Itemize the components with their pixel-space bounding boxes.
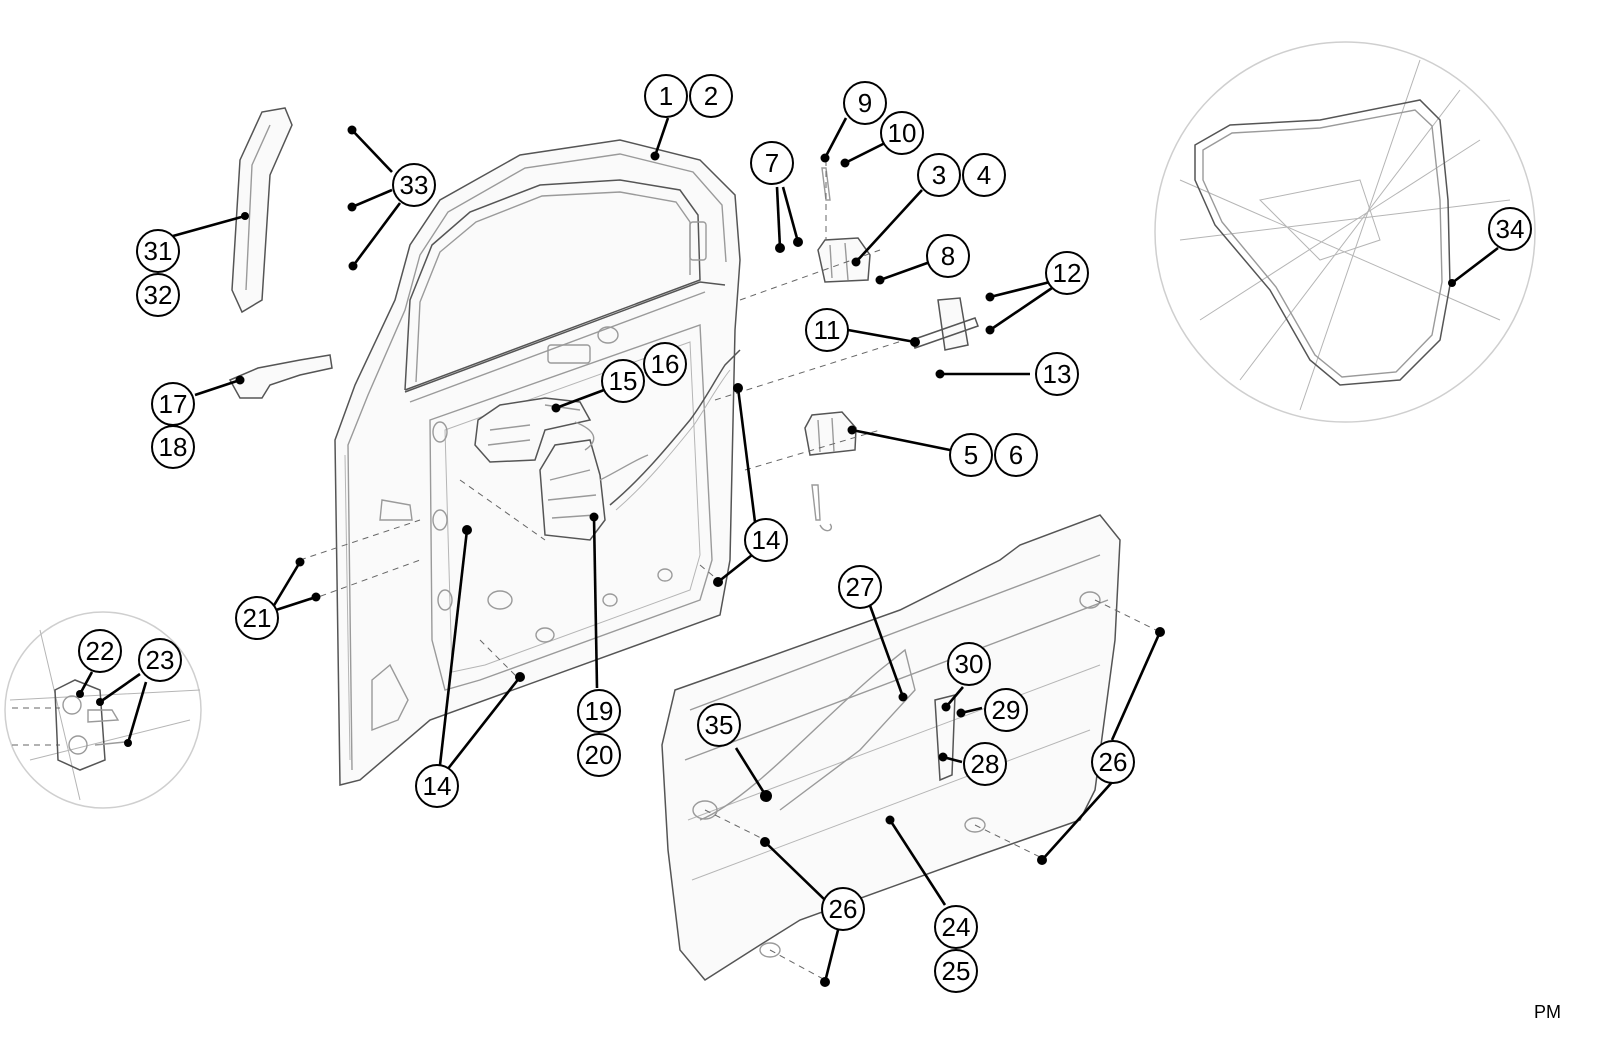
callout-26-bottom-label: 26 <box>829 894 858 924</box>
callout-23: 23 <box>138 638 182 682</box>
callout-8-label: 8 <box>941 241 955 271</box>
callout-26-right: 26 <box>1091 740 1135 784</box>
callout-16: 16 <box>643 342 687 386</box>
callout-33-label: 33 <box>400 170 429 200</box>
door-shell <box>334 139 741 786</box>
callout-9-label: 9 <box>858 88 872 118</box>
callout-23-label: 23 <box>146 645 175 675</box>
callout-14-bottom: 14 <box>415 764 459 808</box>
callout-28-label: 28 <box>971 749 1000 779</box>
callout-29: 29 <box>984 688 1028 732</box>
callout-21: 21 <box>235 596 279 640</box>
callout-10: 10 <box>880 111 924 155</box>
callout-18-label: 18 <box>159 432 188 462</box>
callout-1-label: 1 <box>659 81 673 111</box>
lock-module <box>474 397 595 463</box>
callout-12-label: 12 <box>1053 258 1082 288</box>
callout-20-label: 20 <box>585 740 614 770</box>
callout-4: 4 <box>962 153 1006 197</box>
callout-24: 24 <box>934 905 978 949</box>
callout-18: 18 <box>151 425 195 469</box>
exterior-handle <box>228 354 333 399</box>
door-check-strap <box>911 297 979 351</box>
callout-31-label: 31 <box>144 236 173 266</box>
callout-6: 6 <box>994 433 1038 477</box>
callout-1: 1 <box>644 74 688 118</box>
callout-30: 30 <box>947 642 991 686</box>
callout-22-label: 22 <box>86 636 115 666</box>
callout-34-label: 34 <box>1496 214 1525 244</box>
callout-4-label: 4 <box>977 160 991 190</box>
pillar-trim <box>231 107 293 314</box>
callout-13-label: 13 <box>1043 359 1072 389</box>
upper-hinge <box>817 167 871 283</box>
callout-30-label: 30 <box>955 649 984 679</box>
callout-13: 13 <box>1035 352 1079 396</box>
callout-22: 22 <box>78 629 122 673</box>
leader-dots <box>76 125 1456 987</box>
callout-10-label: 10 <box>888 118 917 148</box>
callout-16-label: 16 <box>651 349 680 379</box>
callout-11-label: 11 <box>814 315 841 345</box>
callout-21-label: 21 <box>243 603 272 633</box>
callout-2-label: 2 <box>704 81 718 111</box>
callout-14-bottom-label: 14 <box>423 771 452 801</box>
callout-14-right-label: 14 <box>752 525 781 555</box>
callout-17-label: 17 <box>159 389 188 419</box>
callout-9: 9 <box>843 81 887 125</box>
callout-27-label: 27 <box>846 572 875 602</box>
callout-34: 34 <box>1488 207 1532 251</box>
callout-3: 3 <box>917 153 961 197</box>
callout-27: 27 <box>838 565 882 609</box>
callout-25: 25 <box>934 949 978 993</box>
callout-32: 32 <box>136 273 180 317</box>
callout-15-label: 15 <box>609 366 638 396</box>
callout-2: 2 <box>689 74 733 118</box>
callout-19: 19 <box>577 689 621 733</box>
seal-zoom-view <box>1154 41 1536 423</box>
callout-7-label: 7 <box>765 148 779 178</box>
callout-31: 31 <box>136 229 180 273</box>
callout-29-label: 29 <box>992 695 1021 725</box>
callout-28: 28 <box>963 742 1007 786</box>
callout-8: 8 <box>926 234 970 278</box>
callout-14-right: 14 <box>744 518 788 562</box>
callout-12: 12 <box>1045 251 1089 295</box>
callout-6-label: 6 <box>1009 440 1023 470</box>
callout-24-label: 24 <box>942 912 971 942</box>
callout-11: 11 <box>805 308 849 352</box>
callout-19-label: 19 <box>585 696 614 726</box>
callout-5-label: 5 <box>964 440 978 470</box>
latch-assembly <box>539 439 649 541</box>
callout-5: 5 <box>949 433 993 477</box>
callout-7: 7 <box>750 141 794 185</box>
leader-lines <box>78 117 1499 983</box>
callout-26-right-label: 26 <box>1099 747 1128 777</box>
callout-26-bottom: 26 <box>821 887 865 931</box>
callout-17: 17 <box>151 382 195 426</box>
callout-33: 33 <box>392 163 436 207</box>
callout-3-label: 3 <box>932 160 946 190</box>
callout-15: 15 <box>601 359 645 403</box>
callout-25-label: 25 <box>942 956 971 986</box>
callout-20: 20 <box>577 733 621 777</box>
door-trim-panel <box>661 514 1121 981</box>
callout-32-label: 32 <box>144 280 173 310</box>
corner-mark: PM <box>1534 1002 1561 1022</box>
door-cable <box>609 349 741 506</box>
callout-35: 35 <box>697 703 741 747</box>
callout-35-label: 35 <box>705 710 734 740</box>
